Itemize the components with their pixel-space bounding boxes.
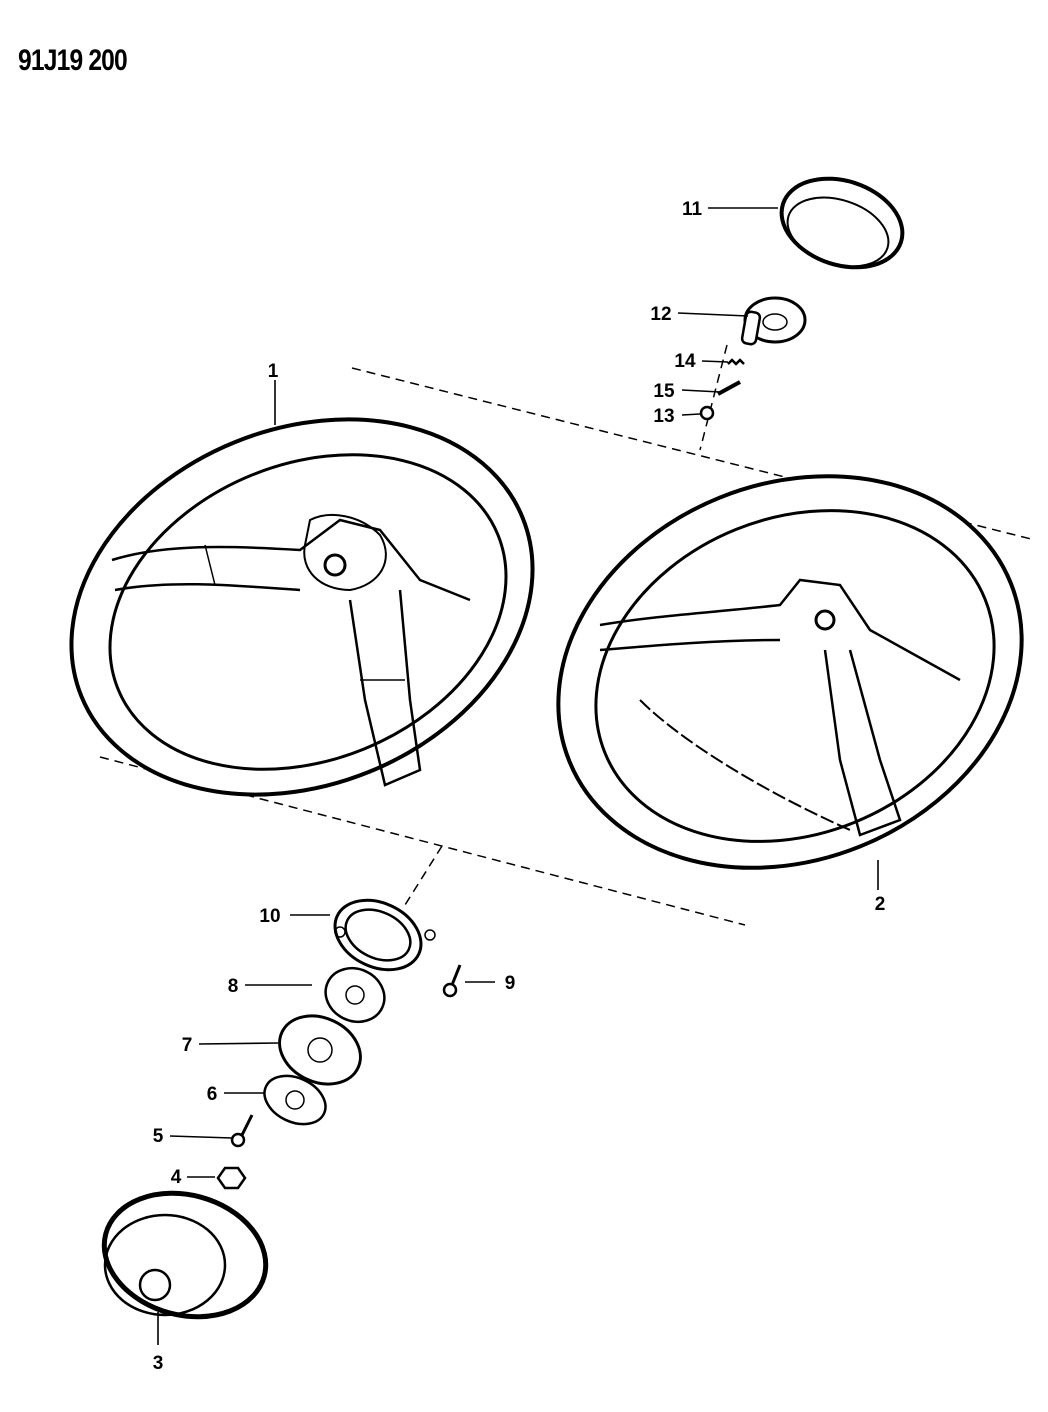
callout-4: 4 [171,1167,182,1188]
diagram-code: 91J19 200 [18,44,128,77]
part-6-retainer-plate [263,1074,327,1126]
part-8-plate [324,966,386,1024]
part-12-horn-contact [740,296,807,346]
part-14-spring [727,358,745,366]
steering-wheel-1 [69,417,535,797]
callout-14: 14 [674,351,696,372]
callout-7: 7 [182,1035,193,1056]
callout-6: 6 [207,1084,218,1105]
callout-2: 2 [875,894,886,915]
callout-5: 5 [153,1126,164,1147]
callout-1: 1 [268,361,279,382]
callout-8: 8 [228,976,239,997]
callout-10: 10 [259,906,280,927]
part-11-trim-ring [779,176,905,270]
part-3-horn-button [101,1190,269,1320]
callout-12: 12 [650,304,671,325]
callout-3: 3 [153,1353,164,1374]
part-4-nut [216,1166,247,1190]
leader-lines [157,207,879,1345]
callout-11: 11 [682,199,703,220]
part-13-bushing [699,405,715,421]
part-10-retainer [333,898,436,972]
callout-9: 9 [505,973,516,994]
callout-13: 13 [653,406,674,427]
part-9-screw [442,964,462,998]
part-15-pin [717,380,741,396]
callout-15: 15 [653,381,675,402]
steering-wheel-2 [556,474,1024,870]
part-7-horn-cap-base [278,1014,362,1086]
part-5-screw [230,1114,254,1148]
